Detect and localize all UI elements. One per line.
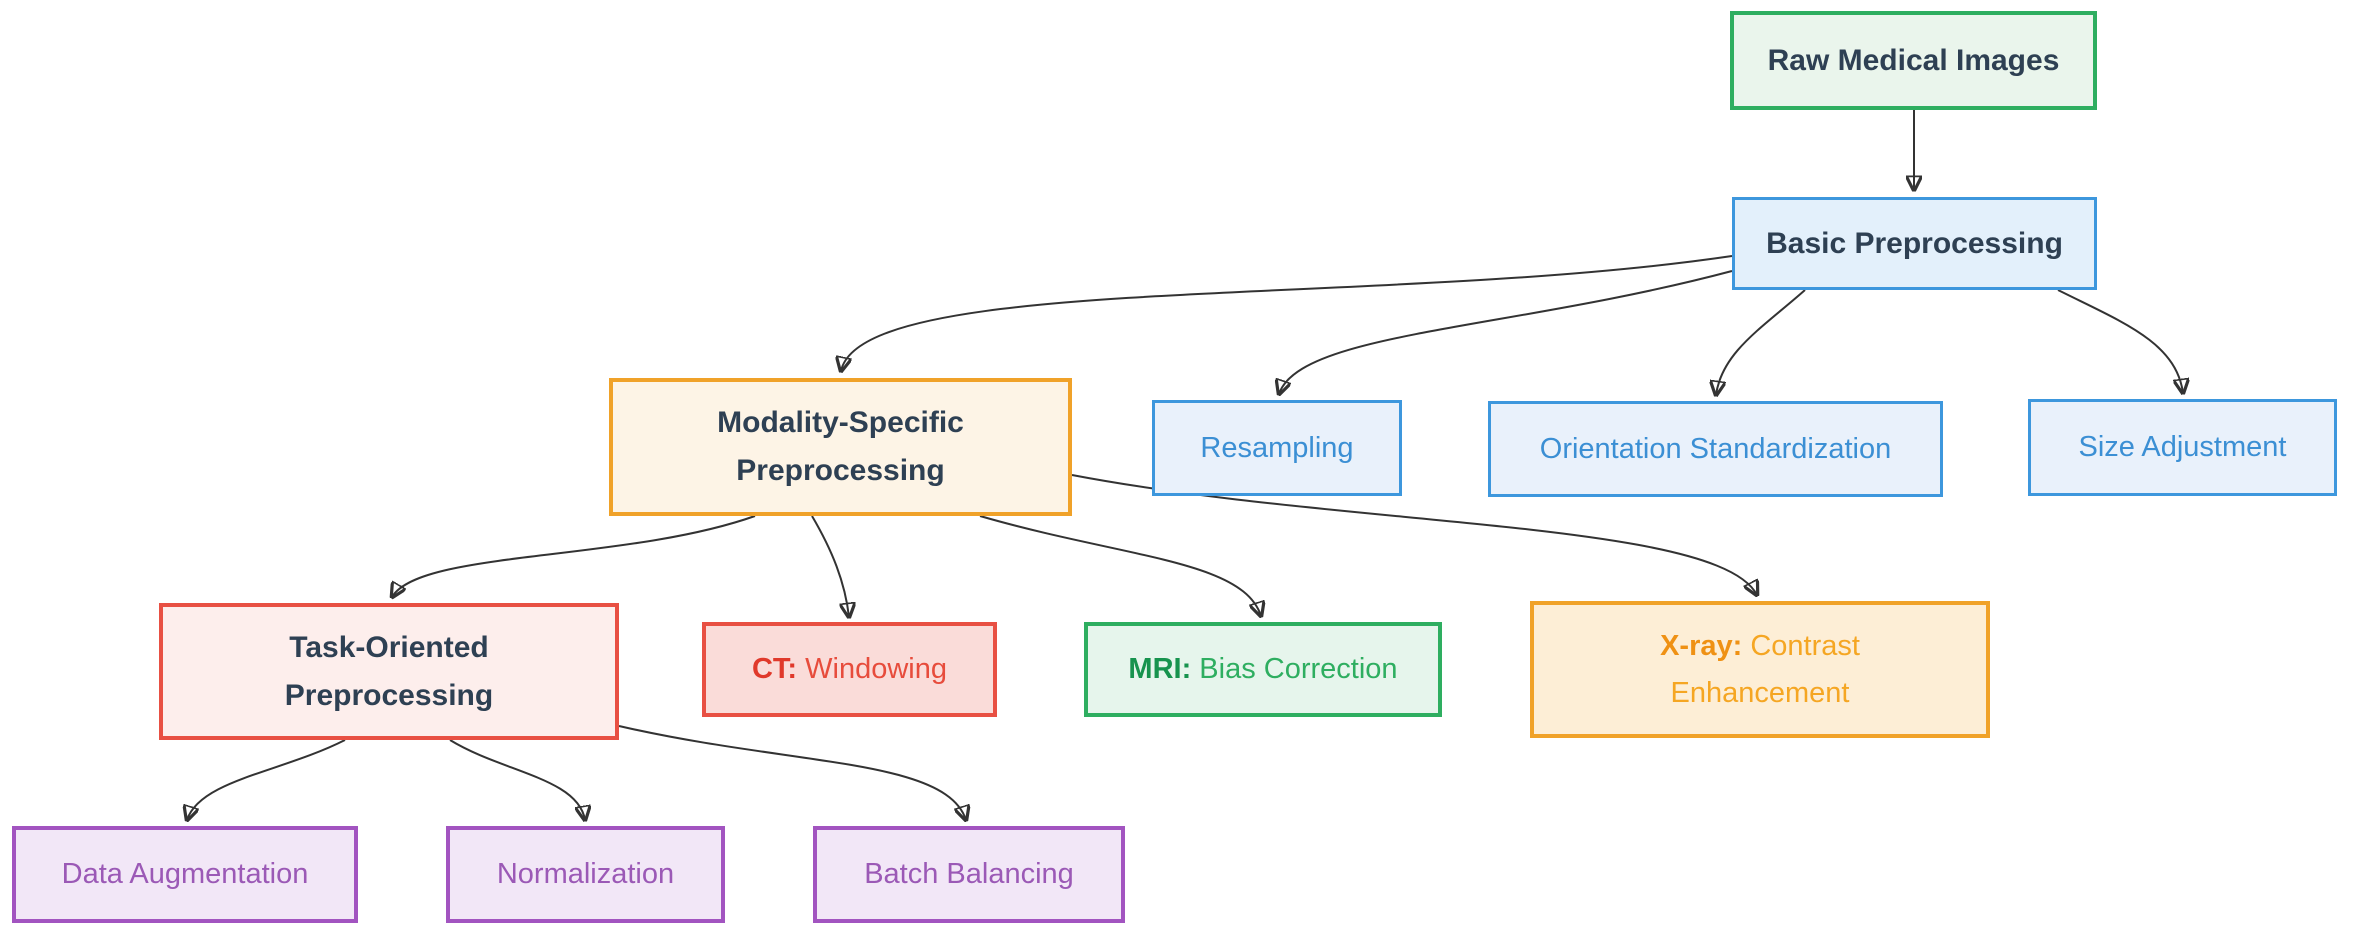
edge-modality-to-ct <box>811 515 849 617</box>
node-label: Data Augmentation <box>61 858 309 891</box>
node-label-rest: Contrast <box>1742 630 1860 663</box>
node-label: Normalization <box>496 858 675 891</box>
node-label: Orientation Standardization <box>1539 432 1892 465</box>
edge-task-to-normalization <box>449 739 585 820</box>
node-label-rest: Bias Correction <box>1191 653 1398 686</box>
node-label-prefix: MRI: <box>1128 653 1192 686</box>
edge-basic-to-modality <box>841 255 1733 371</box>
edge-task-to-augmentation <box>187 739 346 820</box>
node-ct-windowing[interactable]: CT: Windowing <box>702 622 997 717</box>
node-label: MRI: Bias Correction <box>1128 646 1397 692</box>
node-label: CT: Windowing <box>752 646 947 692</box>
node-modality-specific-preprocessing[interactable]: Modality-Specific Preprocessing <box>609 378 1072 516</box>
node-label-line2: Preprocessing <box>284 678 494 712</box>
node-label-prefix: CT: <box>751 653 798 686</box>
node-task-oriented-preprocessing[interactable]: Task-Oriented Preprocessing <box>159 603 619 740</box>
node-normalization[interactable]: Normalization <box>446 826 725 923</box>
node-size-adjustment[interactable]: Size Adjustment <box>2028 399 2337 496</box>
edge-basic-to-size <box>2057 289 2183 393</box>
node-resampling[interactable]: Resampling <box>1152 400 1402 496</box>
edge-basic-to-resampling <box>1279 270 1733 394</box>
node-label: Batch Balancing <box>864 858 1074 891</box>
node-data-augmentation[interactable]: Data Augmentation <box>12 826 358 923</box>
node-basic-preprocessing[interactable]: Basic Preprocessing <box>1732 197 2097 290</box>
node-label: Resampling <box>1200 431 1354 464</box>
node-raw-medical-images[interactable]: Raw Medical Images <box>1730 11 2097 110</box>
node-label-prefix: X-ray: <box>1660 630 1743 663</box>
node-xray-contrast-enhancement[interactable]: X-ray: Contrast Enhancement <box>1530 601 1990 738</box>
node-label-line1: Task-Oriented <box>289 630 489 664</box>
node-batch-balancing[interactable]: Batch Balancing <box>813 826 1125 923</box>
node-mri-bias-correction[interactable]: MRI: Bias Correction <box>1084 622 1442 717</box>
node-orientation-standardization[interactable]: Orientation Standardization <box>1488 401 1943 497</box>
edge-modality-to-task <box>392 515 756 597</box>
node-label: Size Adjustment <box>2078 431 2287 464</box>
node-label-line2: Enhancement <box>1670 676 1850 709</box>
edge-task-to-batch <box>618 725 966 820</box>
node-label-line2: Preprocessing <box>736 454 945 487</box>
edge-basic-to-orientation <box>1716 289 1806 395</box>
node-label: Basic Preprocessing <box>1766 226 2063 260</box>
node-label-line1: Modality-Specific <box>717 406 964 439</box>
node-label-line1: X-ray: Contrast <box>1660 623 1860 669</box>
node-label: Raw Medical Images <box>1767 43 2060 77</box>
edge-modality-to-mri <box>979 515 1261 616</box>
node-label-rest: Windowing <box>797 653 947 686</box>
